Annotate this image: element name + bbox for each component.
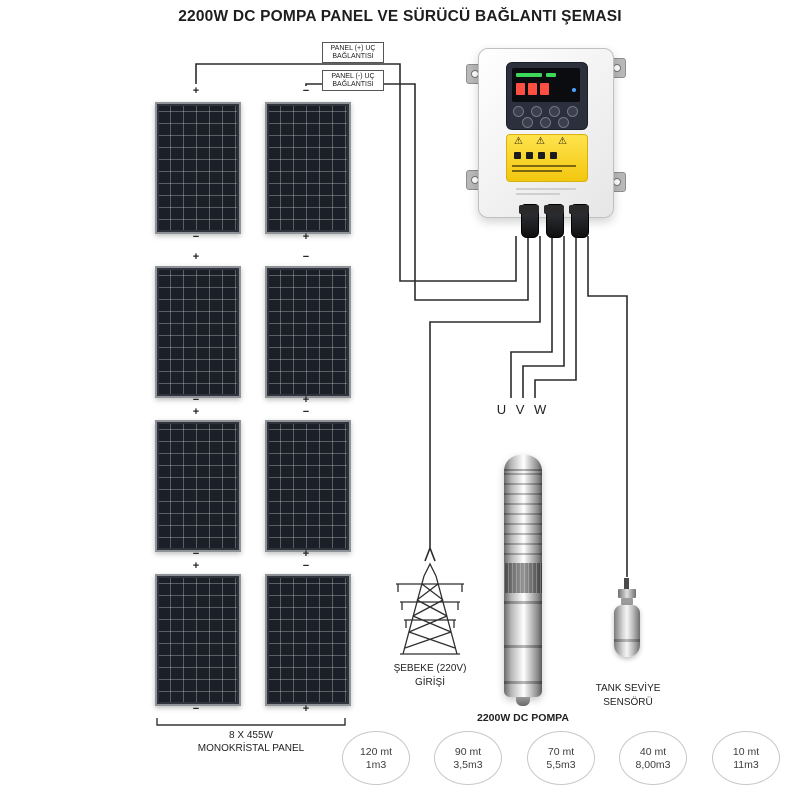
- cable-gland: [544, 204, 564, 238]
- wire-v: [522, 236, 565, 398]
- badge-flow: 3,5m3: [453, 758, 483, 771]
- polarity-mark: −: [302, 560, 310, 572]
- solar-panel: [265, 266, 351, 398]
- capacity-badge: 70 mt 5,5m3: [527, 731, 595, 785]
- cable-gland: [519, 204, 539, 238]
- solar-panel: [265, 574, 351, 706]
- driver-button: [540, 117, 551, 128]
- pump-band: [504, 645, 542, 648]
- submersible-pump: [504, 455, 542, 697]
- badge-flow: 1m3: [365, 758, 387, 771]
- display-text-segment: [516, 73, 542, 77]
- sensor-stem: [624, 578, 629, 591]
- polarity-mark: −: [192, 548, 200, 560]
- sticker-pictogram: [550, 152, 557, 159]
- tank-level-sensor: [613, 578, 641, 660]
- display-digit: [540, 83, 549, 95]
- sticker-pictogram: [526, 152, 533, 159]
- polarity-mark: −: [192, 231, 200, 243]
- badge-depth: 70 mt: [547, 745, 575, 758]
- polarity-mark: −: [192, 703, 200, 715]
- capacity-badge: 10 mt 11m3: [712, 731, 780, 785]
- driver-button: [531, 106, 542, 117]
- sticker-pictogram: [538, 152, 545, 159]
- array-caption: 8 X 455W MONOKRİSTAL PANEL: [197, 730, 305, 754]
- polarity-mark: −: [302, 251, 310, 263]
- sensor-nut: [618, 589, 636, 598]
- warning-icon: ⚠: [536, 136, 545, 147]
- diagram-title: 2200W DC POMPA PANEL VE SÜRÜCÜ BAĞLANTI …: [178, 8, 622, 25]
- display-digit: [528, 83, 537, 95]
- capacity-badge: 40 mt 8,00m3: [619, 731, 687, 785]
- driver-button: [522, 117, 533, 128]
- nameplate-text-line: [516, 193, 560, 195]
- warning-icon: ⚠: [514, 136, 523, 147]
- polarity-mark: +: [192, 85, 200, 97]
- pump-intake-screen: [504, 563, 542, 593]
- wire-grid-input: [424, 236, 541, 562]
- wire-panel-minus: [305, 83, 529, 301]
- badge-depth: 10 mt: [732, 745, 760, 758]
- driver-button: [513, 106, 524, 117]
- sticker-text-line: [512, 170, 562, 172]
- polarity-mark: +: [302, 703, 310, 715]
- solar-panel: [265, 102, 351, 234]
- driver-button: [558, 117, 569, 128]
- polarity-mark: +: [192, 560, 200, 572]
- badge-depth: 90 mt: [454, 745, 482, 758]
- wire-panel-plus: [195, 63, 517, 282]
- pump-tip: [516, 697, 530, 706]
- solar-panel: [155, 102, 241, 234]
- display-indicator-led: [572, 88, 576, 92]
- badge-depth: 120 mt: [359, 745, 393, 758]
- solar-panel: [155, 574, 241, 706]
- display-digit: [516, 83, 525, 95]
- pump-band: [504, 681, 542, 684]
- capacity-badge: 120 mt 1m3: [342, 731, 410, 785]
- polarity-mark: +: [192, 251, 200, 263]
- sticker-text-line: [512, 165, 576, 167]
- polarity-mark: −: [302, 406, 310, 418]
- sticker-pictogram: [514, 152, 521, 159]
- polarity-mark: +: [302, 394, 310, 406]
- wire-u: [510, 236, 553, 398]
- pump-cap-line: [504, 469, 542, 471]
- cable-gland: [569, 204, 589, 238]
- polarity-mark: +: [192, 406, 200, 418]
- badge-flow: 5,5m3: [546, 758, 576, 771]
- badge-flow: 11m3: [733, 758, 759, 771]
- array-bracket: [156, 718, 346, 726]
- badge-flow: 8,00m3: [635, 758, 671, 771]
- driver-button: [549, 106, 560, 117]
- wire-tank-sensor: [587, 236, 628, 577]
- sensor-float: [614, 605, 640, 657]
- polarity-mark: +: [302, 548, 310, 560]
- driver-button: [567, 106, 578, 117]
- capacity-badge: 90 mt 3,5m3: [434, 731, 502, 785]
- grid-tower-icon: [396, 562, 464, 655]
- panel-minus-label: PANEL (-) UÇ BAĞLANTISI: [322, 70, 384, 91]
- sensor-collar: [621, 598, 633, 605]
- display-text-segment: [546, 73, 556, 77]
- tank-sensor-label: TANK SEVİYE SENSÖRÜ: [595, 683, 661, 708]
- solar-panel: [265, 420, 351, 552]
- polarity-mark: −: [192, 394, 200, 406]
- badge-depth: 40 mt: [639, 745, 667, 758]
- pump-label: 2200W DC POMPA: [477, 712, 569, 724]
- polarity-mark: −: [302, 85, 310, 97]
- solar-panel: [155, 420, 241, 552]
- pump-stage-ribs: [504, 473, 542, 557]
- wire-w: [534, 236, 577, 398]
- uvw-phase-label: U V W: [496, 402, 550, 417]
- pump-band: [504, 601, 542, 604]
- panel-plus-label: PANEL (+) UÇ BAĞLANTISI: [322, 42, 384, 63]
- sensor-band: [614, 639, 640, 642]
- grid-input-label: ŞEBEKE (220V) GİRİŞİ: [393, 663, 467, 688]
- polarity-mark: +: [302, 231, 310, 243]
- warning-icon: ⚠: [558, 136, 567, 147]
- nameplate-text-line: [516, 188, 576, 190]
- solar-panel: [155, 266, 241, 398]
